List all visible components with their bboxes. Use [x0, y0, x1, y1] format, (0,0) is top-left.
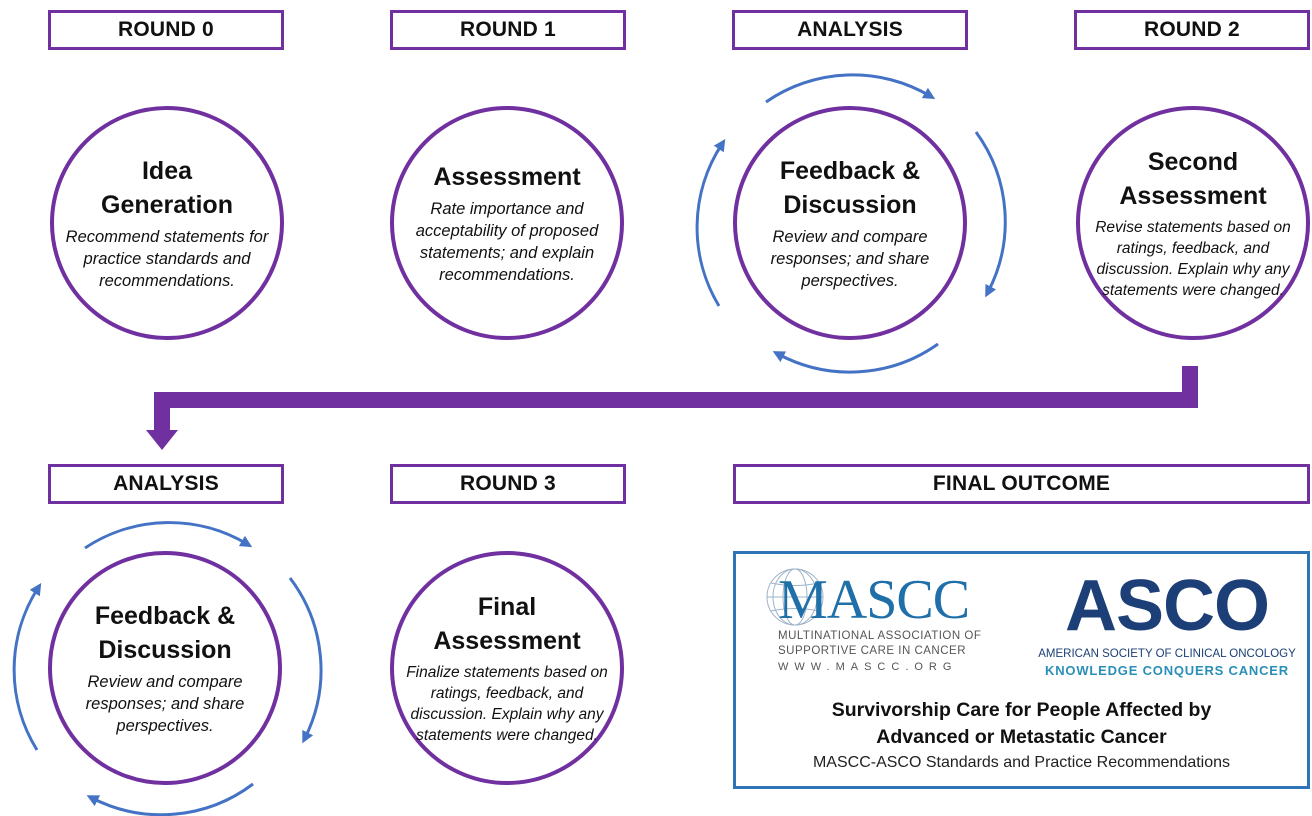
outcome-subtitle: MASCC-ASCO Standards and Practice Recomm…	[812, 754, 1231, 771]
stage-description: Review and compare responses; and share …	[85, 673, 245, 735]
final-outcome-panel: MASCC MULTINATIONAL ASSOCIATION OF SUPPO…	[733, 551, 1310, 789]
stage-description: Rate importance and acceptability of pro…	[415, 200, 599, 284]
stage-circle-final-assessment: Final Assessment Finalize statements bas…	[390, 551, 624, 785]
asco-wordmark: ASCO	[1064, 566, 1270, 646]
globe-icon	[766, 568, 824, 626]
stage-title: Idea Generation	[101, 157, 233, 219]
stage-label-round-1: ROUND 1	[390, 10, 626, 50]
stage-title: Second Assessment	[1119, 148, 1267, 210]
stage-label-final-outcome: FINAL OUTCOME	[733, 464, 1310, 504]
outcome-title-line-2: Advanced or Metastatic Cancer	[876, 726, 1167, 748]
outcome-text: Survivorship Care for People Affected by…	[736, 697, 1307, 775]
mascc-url: WWW.MASCC.ORG	[778, 661, 958, 673]
connector-arrow	[146, 366, 1198, 450]
stage-title: Feedback & Discussion	[94, 602, 236, 664]
stage-circle-feedback-discussion-2: Feedback & Discussion Review and compare…	[48, 551, 282, 785]
mascc-name-line-1: MULTINATIONAL ASSOCIATION OF	[778, 630, 982, 642]
mascc-wordmark: MASCC	[778, 569, 970, 631]
cycle-arrows-analysis-1	[695, 73, 1007, 374]
cycle-arrows-analysis-2	[12, 521, 323, 816]
asco-tagline: KNOWLEDGE CONQUERS CANCER	[1045, 663, 1289, 678]
stage-description: Recommend statements for practice standa…	[65, 228, 269, 290]
asco-subtitle: AMERICAN SOCIETY OF CLINICAL ONCOLOGY	[1038, 648, 1296, 660]
stage-label-round-3: ROUND 3	[390, 464, 626, 504]
stage-label-round-0: ROUND 0	[48, 10, 284, 50]
stage-label-analysis-2: ANALYSIS	[48, 464, 284, 504]
mascc-name-line-2: SUPPORTIVE CARE IN CANCER	[778, 645, 967, 657]
stage-title: Final Assessment	[433, 593, 581, 655]
stage-circle-second-assessment: Second Assessment Revise statements base…	[1076, 106, 1310, 340]
stage-label-analysis-1: ANALYSIS	[732, 10, 968, 50]
stage-circle-idea-generation: Idea Generation Recommend statements for…	[50, 106, 284, 340]
stage-description: Finalize statements based on ratings, fe…	[406, 664, 608, 744]
stage-circle-feedback-discussion-1: Feedback & Discussion Review and compare…	[733, 106, 967, 340]
stage-title: Assessment	[433, 163, 581, 191]
stage-description: Review and compare responses; and share …	[770, 228, 930, 290]
outcome-title-line-1: Survivorship Care for People Affected by	[831, 699, 1212, 721]
asco-logo: ASCO AMERICAN SOCIETY OF CLINICAL ONCOLO…	[1032, 566, 1302, 678]
stage-description: Revise statements based on ratings, feed…	[1095, 219, 1291, 299]
stage-circle-assessment: Assessment Rate importance and acceptabi…	[390, 106, 624, 340]
mascc-logo: MASCC MULTINATIONAL ASSOCIATION OF SUPPO…	[766, 568, 982, 676]
stage-label-round-2: ROUND 2	[1074, 10, 1310, 50]
stage-title: Feedback & Discussion	[779, 157, 921, 219]
